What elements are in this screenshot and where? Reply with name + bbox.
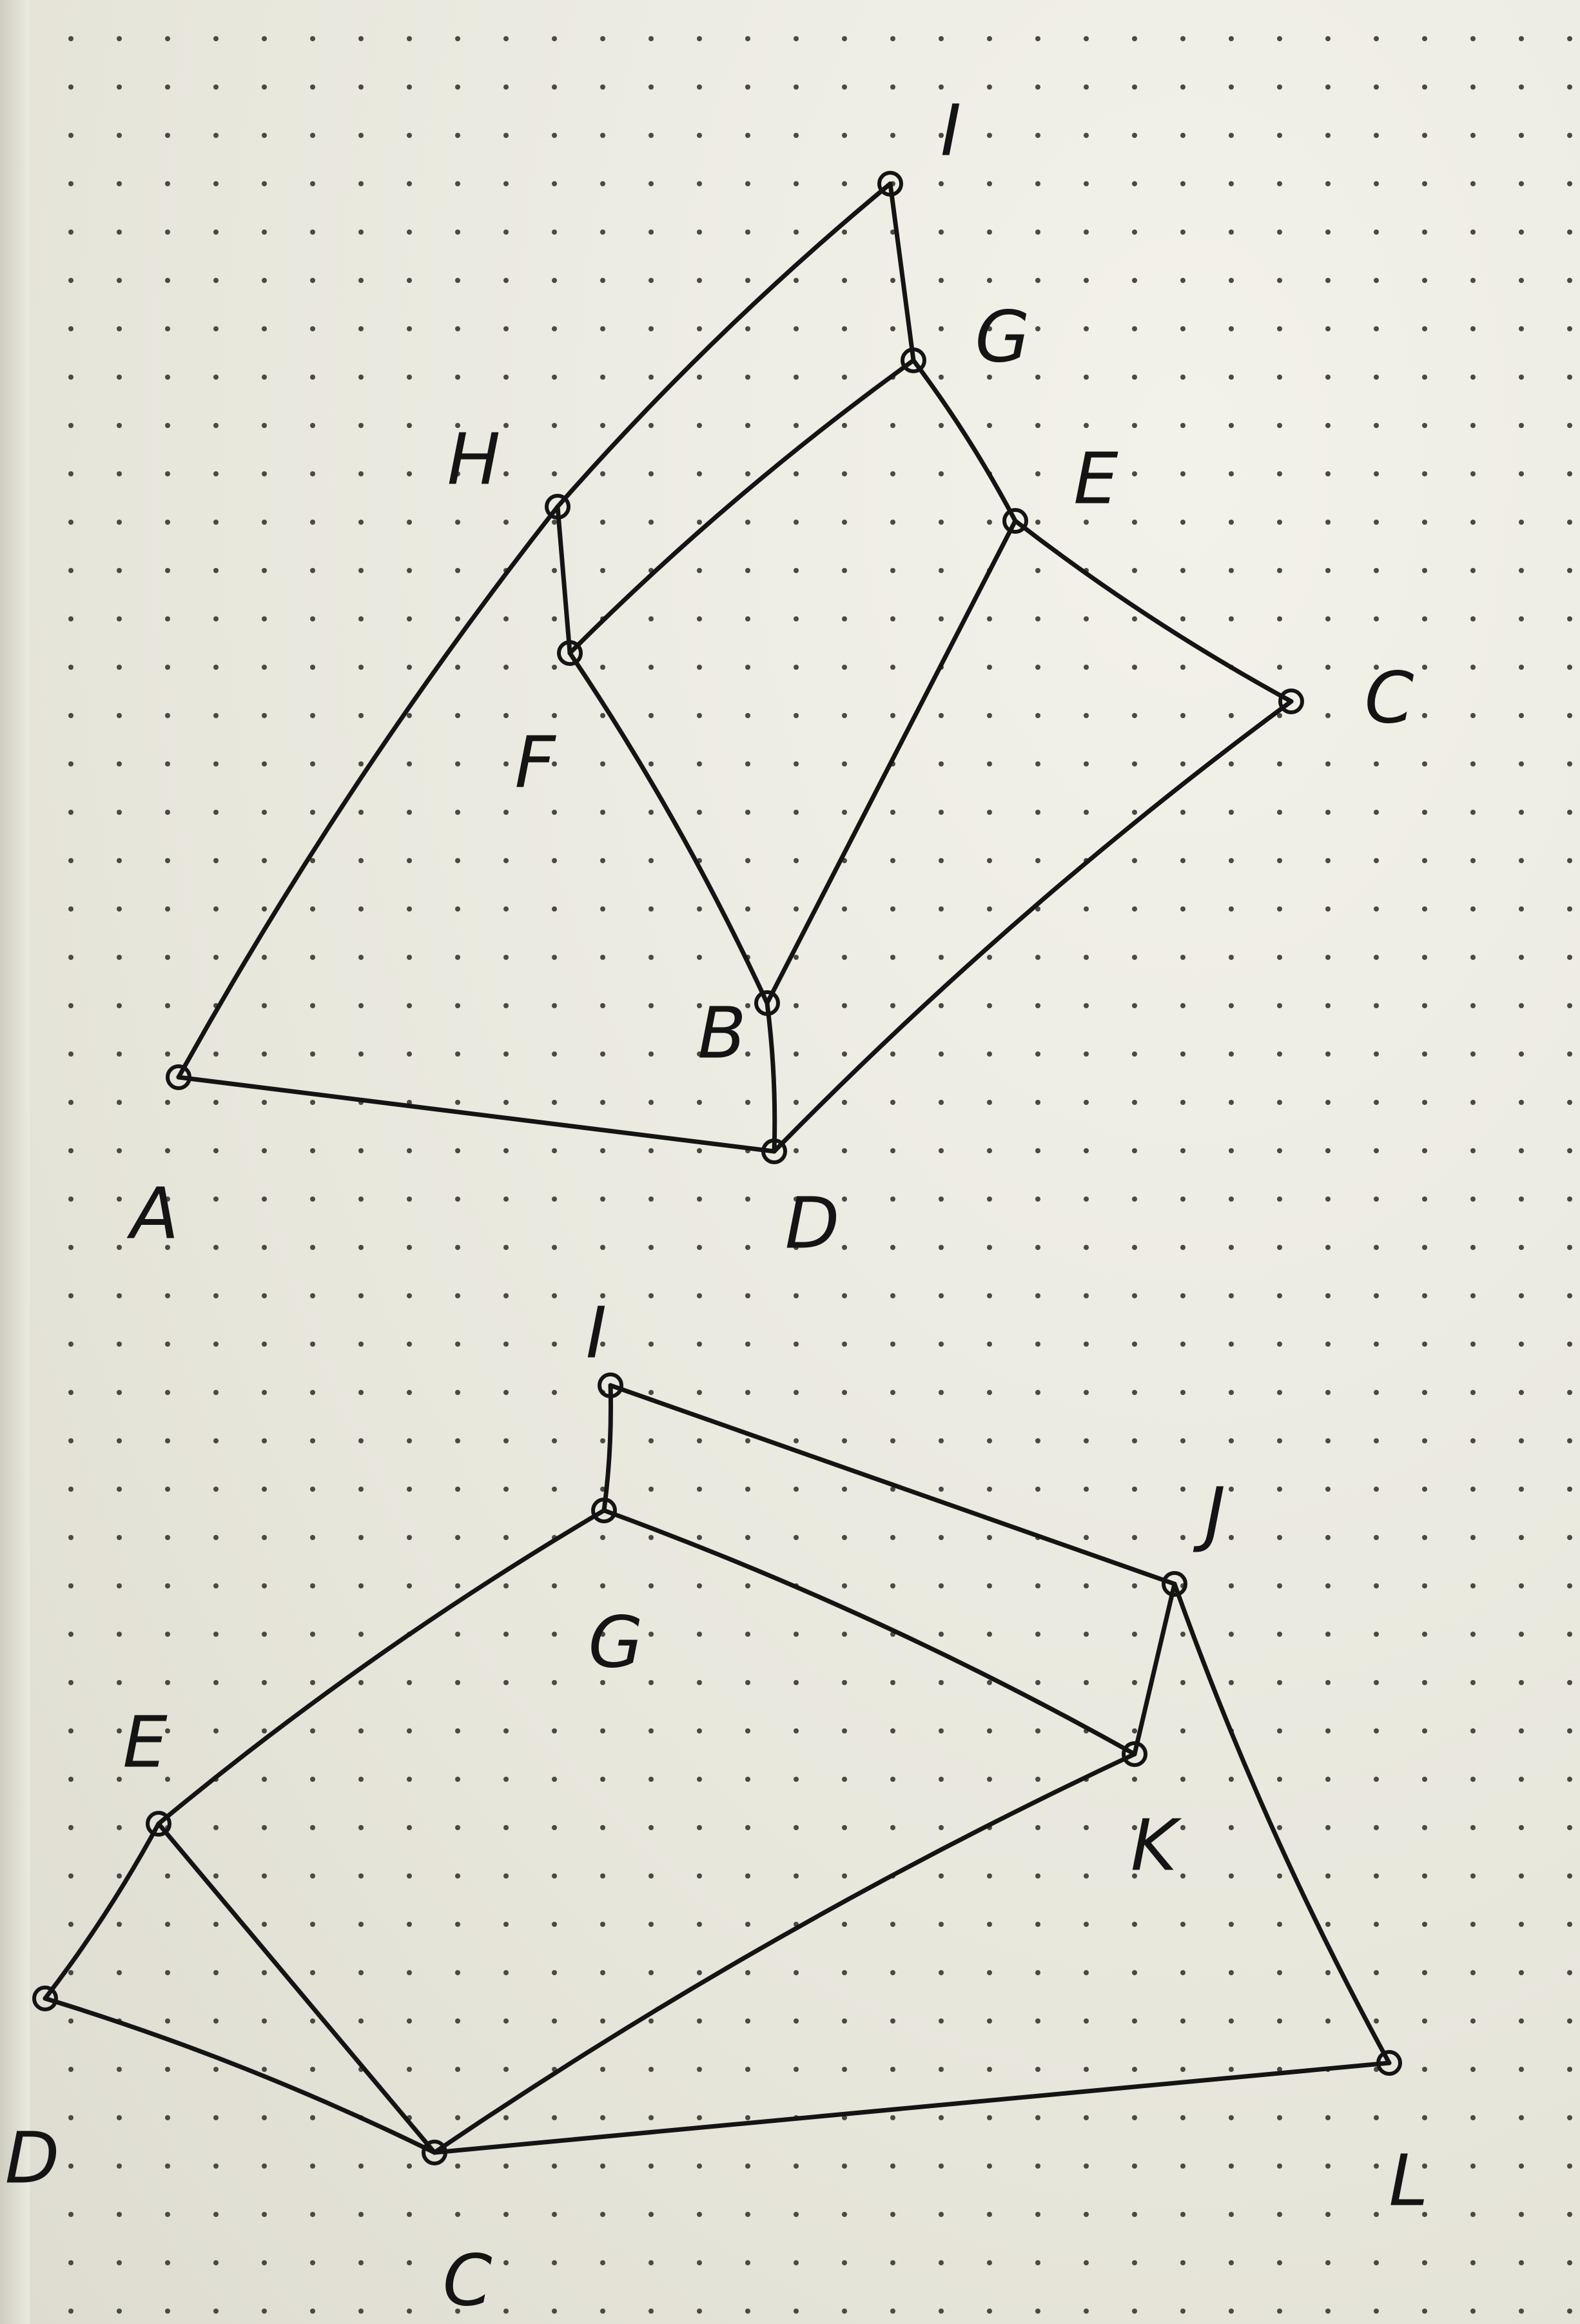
node-B	[754, 990, 780, 1016]
node-K	[1122, 1741, 1147, 1767]
node-label-B: B	[697, 991, 746, 1074]
node-label-E: E	[1073, 437, 1118, 520]
node-G	[901, 347, 926, 373]
graph-bottom: I G J E K D C L	[5, 1291, 1429, 2321]
node-I	[877, 171, 903, 197]
node-C	[422, 2140, 447, 2165]
node-label-K: K	[1131, 1804, 1182, 1886]
edge-G-K	[601, 1508, 1137, 1757]
edge-I-G	[601, 1383, 613, 1513]
node-C	[1278, 688, 1304, 714]
graph-top: I G H E F C B A D	[126, 89, 1414, 1264]
node-G	[591, 1498, 617, 1523]
edge-K-C	[432, 1752, 1137, 2155]
node-label-L: L	[1389, 2139, 1428, 2221]
node-J	[1162, 1571, 1187, 1597]
edge-H-F	[555, 504, 572, 656]
edge-G-E	[911, 358, 1018, 523]
node-label-G: G	[975, 295, 1029, 378]
edge-E-D	[43, 1821, 161, 2001]
node-label-A: A	[126, 1172, 179, 1255]
node-I	[598, 1372, 623, 1398]
edge-C-D	[772, 699, 1294, 1154]
node-E	[146, 1811, 171, 1837]
edge-G-F	[567, 358, 916, 656]
edge-J-L	[1172, 1581, 1392, 2065]
node-label-I: I	[941, 89, 961, 171]
node-L	[1376, 2050, 1402, 2076]
edge-E-C	[156, 1821, 437, 2155]
node-H	[545, 494, 571, 520]
edge-C-L	[432, 2060, 1392, 2155]
node-label-J: J	[1193, 1472, 1225, 1554]
edge-H-A	[176, 504, 560, 1080]
node-label-H: H	[447, 418, 501, 500]
node-label-G: G	[588, 1601, 643, 1683]
edge-E-B	[765, 518, 1018, 1006]
node-D	[761, 1138, 787, 1164]
node-A	[166, 1064, 191, 1090]
node-label-C: C	[1365, 656, 1414, 739]
node-D	[32, 1986, 58, 2011]
edge-I-J	[608, 1383, 1177, 1587]
node-label-I: I	[586, 1291, 607, 1374]
edge-A-D	[176, 1075, 777, 1154]
node-F	[557, 640, 583, 666]
notebook-binding-edge	[0, 0, 30, 2324]
node-label-C: C	[443, 2239, 493, 2321]
edge-F-B	[567, 650, 770, 1006]
edge-D-C	[43, 1996, 437, 2155]
edge-E-C	[1013, 518, 1294, 704]
node-label-F: F	[514, 721, 556, 803]
edge-J-K	[1132, 1581, 1177, 1757]
edge-G-E	[156, 1508, 607, 1826]
node-label-D: D	[5, 2116, 60, 2199]
edge-B-D	[765, 1001, 777, 1154]
node-E	[1002, 508, 1028, 534]
edge-G-I	[888, 181, 916, 363]
edge-H-I	[555, 181, 893, 509]
node-label-E: E	[122, 1701, 168, 1783]
dot-grid	[68, 36, 1572, 2314]
node-label-D: D	[785, 1182, 840, 1264]
